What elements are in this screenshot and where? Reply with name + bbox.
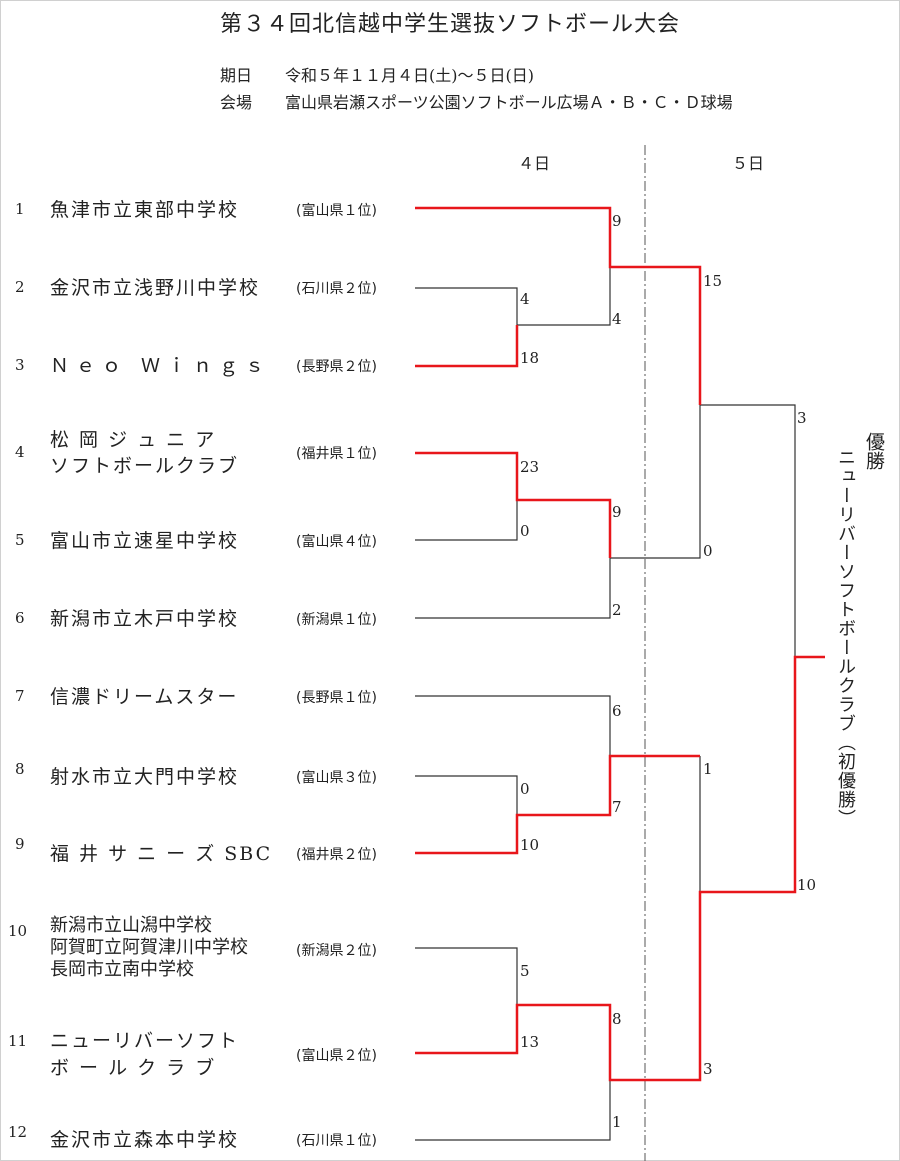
team-name: 阿賀町立阿賀津川中学校	[50, 937, 248, 958]
bracket-line	[415, 500, 518, 541]
team-prefecture: (新潟県１位)	[296, 612, 377, 628]
score: 5	[520, 962, 530, 980]
score: 23	[520, 458, 540, 476]
team-number: 6	[15, 609, 25, 627]
score: 7	[612, 798, 622, 816]
team-number: 11	[8, 1032, 28, 1050]
bracket-line	[415, 775, 518, 815]
score: 6	[612, 702, 622, 720]
team-name: 富山市立速星中学校	[50, 530, 240, 552]
bracket-lose-lines	[415, 267, 796, 1141]
bracket-win-line	[415, 655, 825, 1082]
team-prefecture: (福井県２位)	[296, 847, 377, 863]
team-number: 1	[15, 200, 25, 218]
score: 1	[703, 760, 713, 778]
team-number: 8	[15, 760, 25, 778]
venue-label: 会場	[220, 93, 253, 112]
team-name: Ｎｅｏ Ｗｉｎｇｓ	[50, 355, 272, 377]
bracket-line	[610, 405, 701, 559]
team-prefecture: (新潟県２位)	[296, 943, 377, 959]
day-1-label: ４日	[518, 154, 551, 173]
team-name: ソフトボールクラブ	[50, 455, 240, 477]
team-number: 2	[15, 278, 25, 296]
team-prefecture: (石川県１位)	[296, 1133, 377, 1149]
team-number: 10	[8, 922, 28, 940]
team-name: ニューリバーソフト	[50, 1030, 240, 1052]
team-prefecture: (富山県１位)	[296, 203, 377, 219]
bracket-line	[700, 404, 796, 657]
score: 2	[612, 601, 622, 619]
team-name: 金沢市立浅野川中学校	[50, 277, 261, 299]
page-title: 第３４回北信越中学生選抜ソフトボール大会	[219, 12, 680, 37]
team-name: 射水市立大門中学校	[50, 766, 240, 788]
team-number: 5	[15, 531, 25, 549]
team-name: 新潟市立山潟中学校	[50, 915, 212, 936]
score: 3	[797, 409, 807, 427]
score: 15	[703, 272, 723, 290]
team-number: 7	[15, 687, 25, 705]
score: 9	[612, 503, 622, 521]
score: 18	[520, 349, 540, 367]
winner-team: ニューリバーソフトボールクラブ（初優勝）	[835, 448, 856, 828]
bracket-win-line	[415, 206, 702, 405]
team-name: 新潟市立木戸中学校	[50, 608, 240, 630]
team-name: 長岡市立南中学校	[50, 959, 194, 980]
bracket-line	[415, 695, 611, 756]
score: 1	[612, 1113, 622, 1131]
score: 9	[612, 212, 622, 230]
date-label: 期日	[220, 66, 253, 85]
score: 0	[520, 522, 530, 540]
team-prefecture: (富山県３位)	[296, 770, 377, 786]
team-name: ボ ー ル ク ラ ブ	[50, 1057, 217, 1079]
team-prefecture: (長野県２位)	[296, 359, 377, 375]
team-name: 魚津市立東部中学校	[50, 199, 240, 221]
team-name: 金沢市立森本中学校	[50, 1129, 240, 1151]
score: 3	[703, 1060, 713, 1078]
bracket-line	[517, 267, 611, 326]
bracket-line	[415, 558, 611, 619]
team-prefecture: (福井県１位)	[296, 446, 377, 462]
venue-value: 富山県岩瀬スポーツ公園ソフトボール広場Ａ・Ｂ・Ｃ・Ｄ球場	[285, 93, 733, 112]
team-prefecture: (石川県２位)	[296, 281, 377, 297]
team-name: 信濃ドリームスター	[50, 686, 239, 708]
bracket-line	[415, 287, 518, 325]
bracket-win-line	[415, 325, 519, 368]
bracket-win-line	[415, 451, 612, 558]
score: 4	[520, 290, 530, 308]
team-number: 9	[15, 835, 25, 853]
day-2-label: ５日	[732, 154, 765, 173]
bracket-line	[415, 947, 518, 1005]
score: 0	[520, 780, 530, 798]
score: 0	[703, 542, 713, 560]
team-number: 12	[8, 1123, 28, 1141]
winner-heading: 優勝	[863, 432, 885, 470]
bracket-line	[415, 1080, 611, 1141]
score: 8	[612, 1010, 622, 1028]
team-prefecture: (富山県２位)	[296, 1048, 377, 1064]
team-name: 松 岡 ジ ュ ニ ア	[50, 429, 217, 451]
team-name: 福 井 サ ニ ー ズ SBC	[50, 843, 273, 865]
date-value: 令和５年１１月４日(土)～５日(日)	[285, 66, 534, 85]
team-prefecture: (長野県１位)	[296, 690, 377, 706]
score: 10	[520, 836, 540, 854]
team-prefecture: (富山県４位)	[296, 534, 377, 550]
score: 10	[797, 876, 817, 894]
score: 13	[520, 1033, 540, 1051]
bracket-win-line	[415, 754, 700, 855]
bracket-win-lines	[415, 206, 825, 1082]
score: 4	[612, 310, 622, 328]
team-number: 4	[15, 443, 25, 461]
team-number: 3	[15, 356, 25, 374]
